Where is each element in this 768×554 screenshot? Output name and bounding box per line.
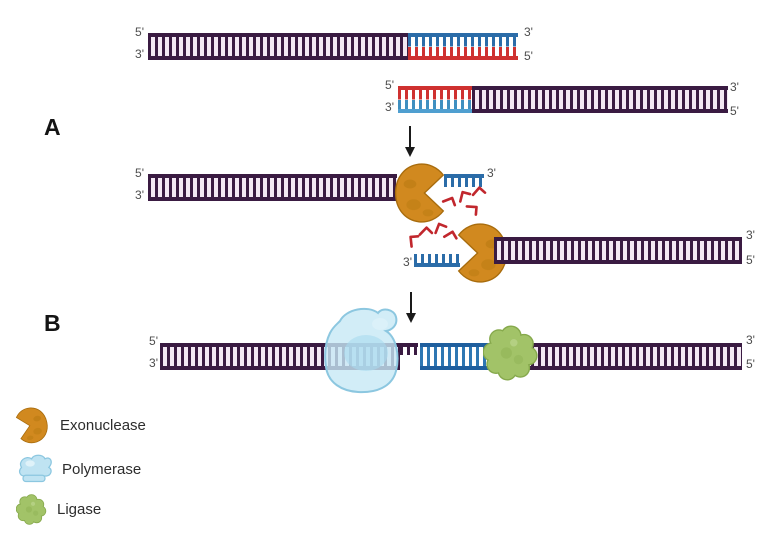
dna1-right-bottom-prime-label: 5' bbox=[524, 49, 533, 63]
dna1-left-top-prime-label: 5' bbox=[135, 25, 144, 39]
dna1-left-bottom-prime-label: 3' bbox=[135, 47, 144, 61]
dna4-overhang-prime-label: 3' bbox=[403, 255, 412, 269]
dna-fragment-icon bbox=[471, 185, 488, 199]
exonuclease-enzyme-right bbox=[394, 163, 444, 223]
dna3-purple-duplex bbox=[148, 174, 397, 201]
dna2-right-top-prime-label: 3' bbox=[730, 80, 739, 94]
dnab-purple-duplex-right bbox=[510, 343, 742, 370]
dna4-right-bottom-prime-label: 5' bbox=[746, 253, 755, 267]
legend-label-exonuclease: Exonuclease bbox=[60, 416, 146, 434]
ligase-enzyme bbox=[483, 325, 538, 381]
polymerase-icon bbox=[16, 453, 52, 485]
dna2-left-bottom-prime-label: 3' bbox=[385, 100, 394, 114]
dna2-left-top-prime-label: 5' bbox=[385, 78, 394, 92]
dna3-overhang-prime-label: 3' bbox=[487, 166, 496, 180]
legend: Exonuclease Polymerase Ligase bbox=[14, 404, 236, 534]
exonuclease-icon bbox=[14, 404, 51, 446]
dna2-right-bottom-prime-label: 5' bbox=[730, 104, 739, 118]
dnab-left-bottom-prime-label: 3' bbox=[149, 356, 158, 370]
dna2-overlap-region bbox=[398, 86, 472, 113]
dna4-right-top-prime-label: 3' bbox=[746, 228, 755, 242]
dna4-purple-duplex bbox=[494, 237, 742, 264]
dna1-overlap-region bbox=[408, 33, 518, 60]
dna2-purple-duplex bbox=[472, 86, 728, 113]
legend-item-exonuclease: Exonuclease bbox=[14, 404, 236, 446]
panel-a-label: A bbox=[44, 114, 61, 140]
dna3-left-top-prime-label: 5' bbox=[135, 166, 144, 180]
legend-label-polymerase: Polymerase bbox=[62, 460, 142, 478]
panel-b-label: B bbox=[44, 310, 61, 336]
dna1-purple-duplex bbox=[148, 33, 408, 60]
dna4-blue-overhang-strand bbox=[414, 254, 460, 267]
dnab-left-top-prime-label: 5' bbox=[149, 334, 158, 348]
dna3-blue-overhang-strand bbox=[444, 174, 484, 187]
dna3-left-bottom-prime-label: 3' bbox=[135, 188, 144, 202]
ligase-icon bbox=[16, 494, 47, 525]
down-arrow-icon bbox=[404, 126, 416, 158]
polymerase-enzyme bbox=[324, 307, 399, 394]
legend-label-ligase: Ligase bbox=[57, 501, 102, 518]
dnab-right-bottom-prime-label: 5' bbox=[746, 357, 755, 371]
legend-item-polymerase: Polymerase bbox=[16, 453, 236, 485]
dnab-nick-gap bbox=[400, 343, 418, 355]
legend-item-ligase: Ligase bbox=[16, 494, 236, 525]
dnab-right-top-prime-label: 3' bbox=[746, 333, 755, 347]
dna1-right-top-prime-label: 3' bbox=[524, 25, 533, 39]
